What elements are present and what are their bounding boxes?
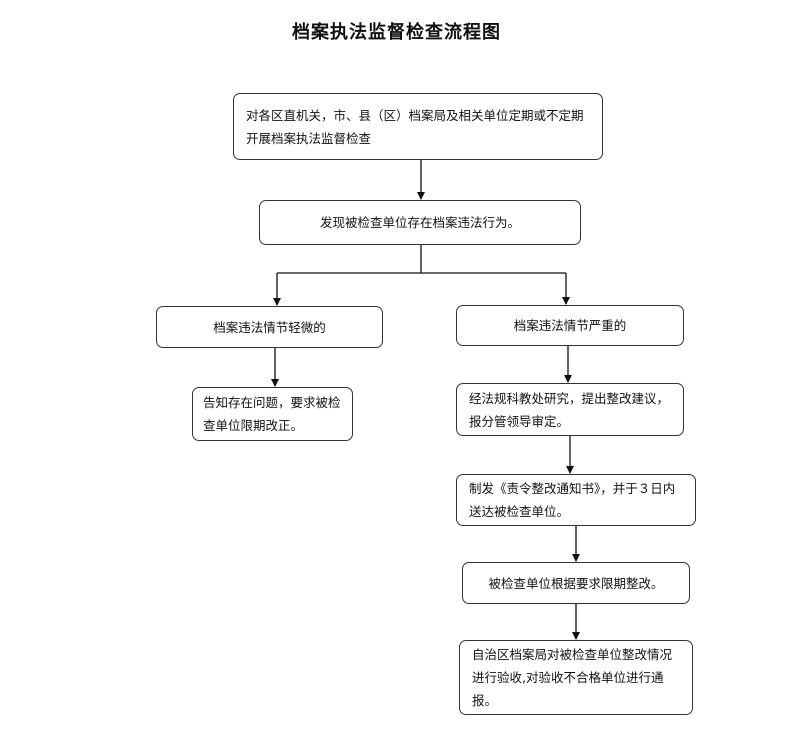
node-minor: 档案违法情节轻微的: [156, 306, 383, 348]
node-minor-action-text: 告知存在问题，要求被检查单位限期改正。: [203, 395, 341, 433]
node-step4: 自治区档案局对被检查单位整改情况进行验收,对验收不合格单位进行通报。: [459, 640, 693, 715]
node-step4-text: 自治区档案局对被检查单位整改情况进行验收,对验收不合格单位进行通报。: [472, 647, 673, 708]
node-minor-text: 档案违法情节轻微的: [213, 319, 326, 335]
node-found: 发现被检查单位存在档案违法行为。: [259, 200, 581, 245]
node-serious: 档案违法情节严重的: [456, 305, 684, 346]
node-step2: 制发《责令整改通知书》，并于３日内送达被检查单位。: [456, 474, 696, 526]
node-start: 对各区直机关，市、县（区）档案局及相关单位定期或不定期开展档案执法监督检查: [233, 93, 603, 160]
node-serious-text: 档案违法情节严重的: [513, 318, 627, 333]
node-step1: 经法规科教处研究，提出整改建议，报分管领导审定。: [456, 383, 684, 436]
node-step3-text: 被检查单位根据要求限期整改。: [488, 575, 664, 591]
node-step2-text: 制发《责令整改通知书》，并于３日内送达被检查单位。: [469, 481, 676, 519]
node-start-text: 对各区直机关，市、县（区）档案局及相关单位定期或不定期开展档案执法监督检查: [246, 107, 584, 146]
page-title: 档案执法监督检查流程图: [292, 22, 501, 43]
node-found-text: 发现被检查单位存在档案违法行为。: [319, 215, 520, 230]
node-minor-action: 告知存在问题，要求被检查单位限期改正。: [192, 387, 353, 441]
node-step3: 被检查单位根据要求限期整改。: [462, 562, 690, 604]
node-step1-text: 经法规科教处研究，提出整改建议，报分管领导审定。: [469, 390, 670, 429]
